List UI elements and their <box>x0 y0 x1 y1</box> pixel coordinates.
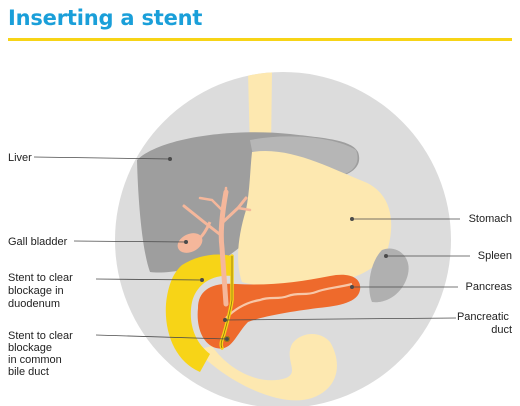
stomach <box>238 150 392 286</box>
label-stomach: Stomach <box>469 213 512 225</box>
pancreatic-duct <box>225 282 353 319</box>
label-stent-duodenum: Stent to clear blockage in duodenum <box>8 272 76 310</box>
gall-bladder <box>177 233 203 253</box>
spleen <box>369 248 409 303</box>
pancreas <box>197 274 361 349</box>
oesophagus <box>248 72 272 152</box>
duodenum <box>165 254 232 372</box>
label-liver: Liver <box>8 152 32 164</box>
label-stent-bile-duct: Stent to clear blockage in common bile d… <box>8 330 76 378</box>
label-gall-bladder: Gall bladder <box>8 236 68 248</box>
bile-duct-tree <box>182 186 252 307</box>
label-pancreatic-duct: Pancreatic duct <box>457 311 512 336</box>
page-title: Inserting a stent <box>8 6 203 30</box>
intestine <box>196 333 337 401</box>
label-spleen: Spleen <box>478 250 512 262</box>
leader-lines <box>33 156 470 341</box>
title-underline <box>8 38 512 41</box>
label-pancreas: Pancreas <box>466 281 513 293</box>
